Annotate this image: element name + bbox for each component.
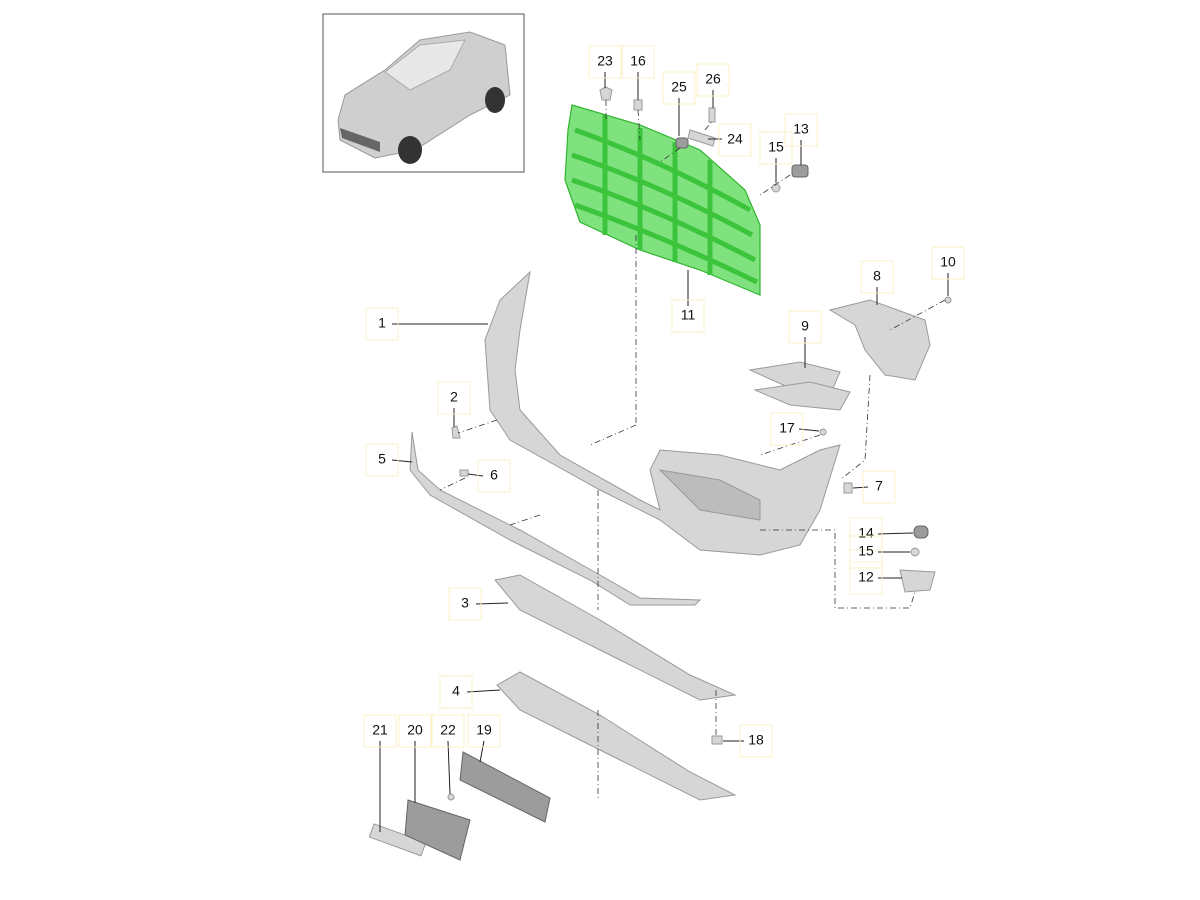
callout-box xyxy=(477,459,511,493)
callout-label-11[interactable]: 11 xyxy=(681,307,696,323)
callout-box xyxy=(849,561,883,595)
callout-box xyxy=(739,724,773,758)
callout-label-8[interactable]: 8 xyxy=(873,268,881,284)
callout-label-19[interactable]: 19 xyxy=(476,722,492,738)
callout-label-20[interactable]: 20 xyxy=(407,722,423,738)
callout-box xyxy=(770,412,804,446)
lower-trim-part-3[interactable] xyxy=(494,574,737,701)
grille-part-11[interactable] xyxy=(564,104,761,296)
bracket-part-21[interactable] xyxy=(368,823,427,857)
plate-holder-part-19[interactable] xyxy=(459,751,551,823)
fasteners xyxy=(447,86,952,801)
callout-label-13[interactable]: 13 xyxy=(793,121,809,137)
callout-box xyxy=(788,310,822,344)
callout-box xyxy=(862,470,896,504)
callout-box xyxy=(398,714,432,748)
callout-label-18[interactable]: 18 xyxy=(748,732,764,748)
callout-box xyxy=(860,260,894,294)
callout-label-22[interactable]: 22 xyxy=(440,722,456,738)
callout-label-16[interactable]: 16 xyxy=(630,53,646,69)
lower-trim-part-4[interactable] xyxy=(496,671,737,801)
callout-box xyxy=(718,123,752,157)
callout-label-21[interactable]: 21 xyxy=(372,722,388,738)
callout-box xyxy=(363,714,397,748)
plate-part-20[interactable] xyxy=(404,799,471,861)
callout-box xyxy=(439,675,473,709)
callout-box xyxy=(365,443,399,477)
callout-label-4[interactable]: 4 xyxy=(452,683,460,699)
callout-label-5[interactable]: 5 xyxy=(378,451,386,467)
callout-box xyxy=(431,714,465,748)
callout-box xyxy=(784,113,818,147)
callout-box xyxy=(588,45,622,79)
cover-part-9b[interactable] xyxy=(753,381,851,411)
callout-label-7[interactable]: 7 xyxy=(875,478,883,494)
callout-box xyxy=(931,246,965,280)
callout-label-9[interactable]: 9 xyxy=(801,318,809,334)
callout-box xyxy=(467,714,501,748)
frame-part-8[interactable] xyxy=(828,299,931,381)
callout-label-2[interactable]: 2 xyxy=(450,389,458,405)
callout-box xyxy=(849,517,883,551)
callout-label-12[interactable]: 12 xyxy=(858,569,874,585)
callout-label-15[interactable]: 15 xyxy=(858,543,874,559)
callout-box xyxy=(759,131,793,165)
callout-label-25[interactable]: 25 xyxy=(671,79,687,95)
callout-box xyxy=(696,63,730,97)
spoiler-strip-part-5[interactable] xyxy=(409,431,702,606)
callout-label-3[interactable]: 3 xyxy=(461,595,469,611)
bumper-cover-part-1[interactable] xyxy=(484,270,841,556)
callout-label-26[interactable]: 26 xyxy=(705,71,721,87)
callout-label-17[interactable]: 17 xyxy=(779,420,795,436)
callout-label-23[interactable]: 23 xyxy=(597,53,613,69)
callout-box xyxy=(365,307,399,341)
callout-label-6[interactable]: 6 xyxy=(490,467,498,483)
callout-box xyxy=(671,299,705,333)
callout-label-14[interactable]: 14 xyxy=(858,525,874,541)
callout-label-1[interactable]: 1 xyxy=(378,315,386,331)
callout-box xyxy=(662,71,696,105)
callout-box xyxy=(437,381,471,415)
callout-box xyxy=(849,535,883,569)
callout-box xyxy=(621,45,655,79)
callout-label-10[interactable]: 10 xyxy=(940,254,956,270)
callout-label-15[interactable]: 15 xyxy=(768,139,784,155)
assembly-lines xyxy=(439,100,946,800)
vehicle-thumbnail xyxy=(322,13,525,173)
callout-label-24[interactable]: 24 xyxy=(727,131,743,147)
callout-box xyxy=(448,587,482,621)
